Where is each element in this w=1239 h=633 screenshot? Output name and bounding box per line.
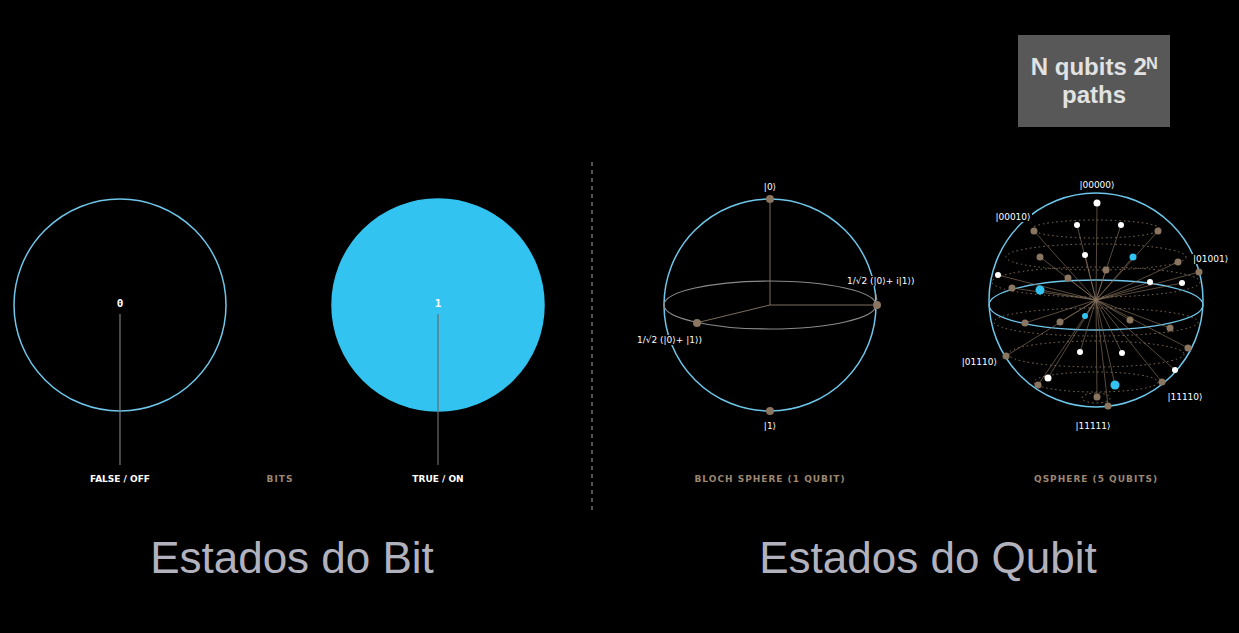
divider-line [591,162,592,512]
section-label: BITS [267,474,294,484]
ket-label: |00010⟩ [994,212,1031,222]
leader-line [437,314,438,465]
ket-label: |0⟩ [763,182,777,192]
ket-label: |1⟩ [763,421,777,431]
ket-label: |01001⟩ [1192,254,1229,264]
section-label: QSPHERE (5 QUBITS) [1034,474,1158,484]
info-box: N qubits 2ᴺ paths [1018,35,1170,127]
bloch-sphere [664,195,881,415]
bit-circle: 1 [331,198,545,412]
bit-value: 0 [117,297,124,310]
section-label: BLOCH SPHERE (1 QUBIT) [694,474,845,484]
box-text: N qubits 2ᴺ paths [1030,53,1158,108]
bit-value: 1 [435,297,442,310]
ket-label: |00000⟩ [1078,180,1115,190]
ket-label: |01110⟩ [961,357,998,367]
qsphere [989,193,1203,410]
state-label: TRUE / ON [412,474,463,484]
leader-line [119,314,120,465]
caption-text: Estados do Bit [150,533,434,583]
ket-label: 1/√2 (|0⟩+ |1⟩) [636,335,703,345]
ket-label: 1/√2 (|0⟩+ i|1⟩) [846,276,916,286]
state-label: FALSE / OFF [90,474,150,484]
caption-text: Estados do Qubit [759,533,1097,583]
ket-label: |11110⟩ [1166,392,1203,402]
ket-label: |11111⟩ [1074,421,1111,431]
bit-circle: 0 [13,198,227,412]
